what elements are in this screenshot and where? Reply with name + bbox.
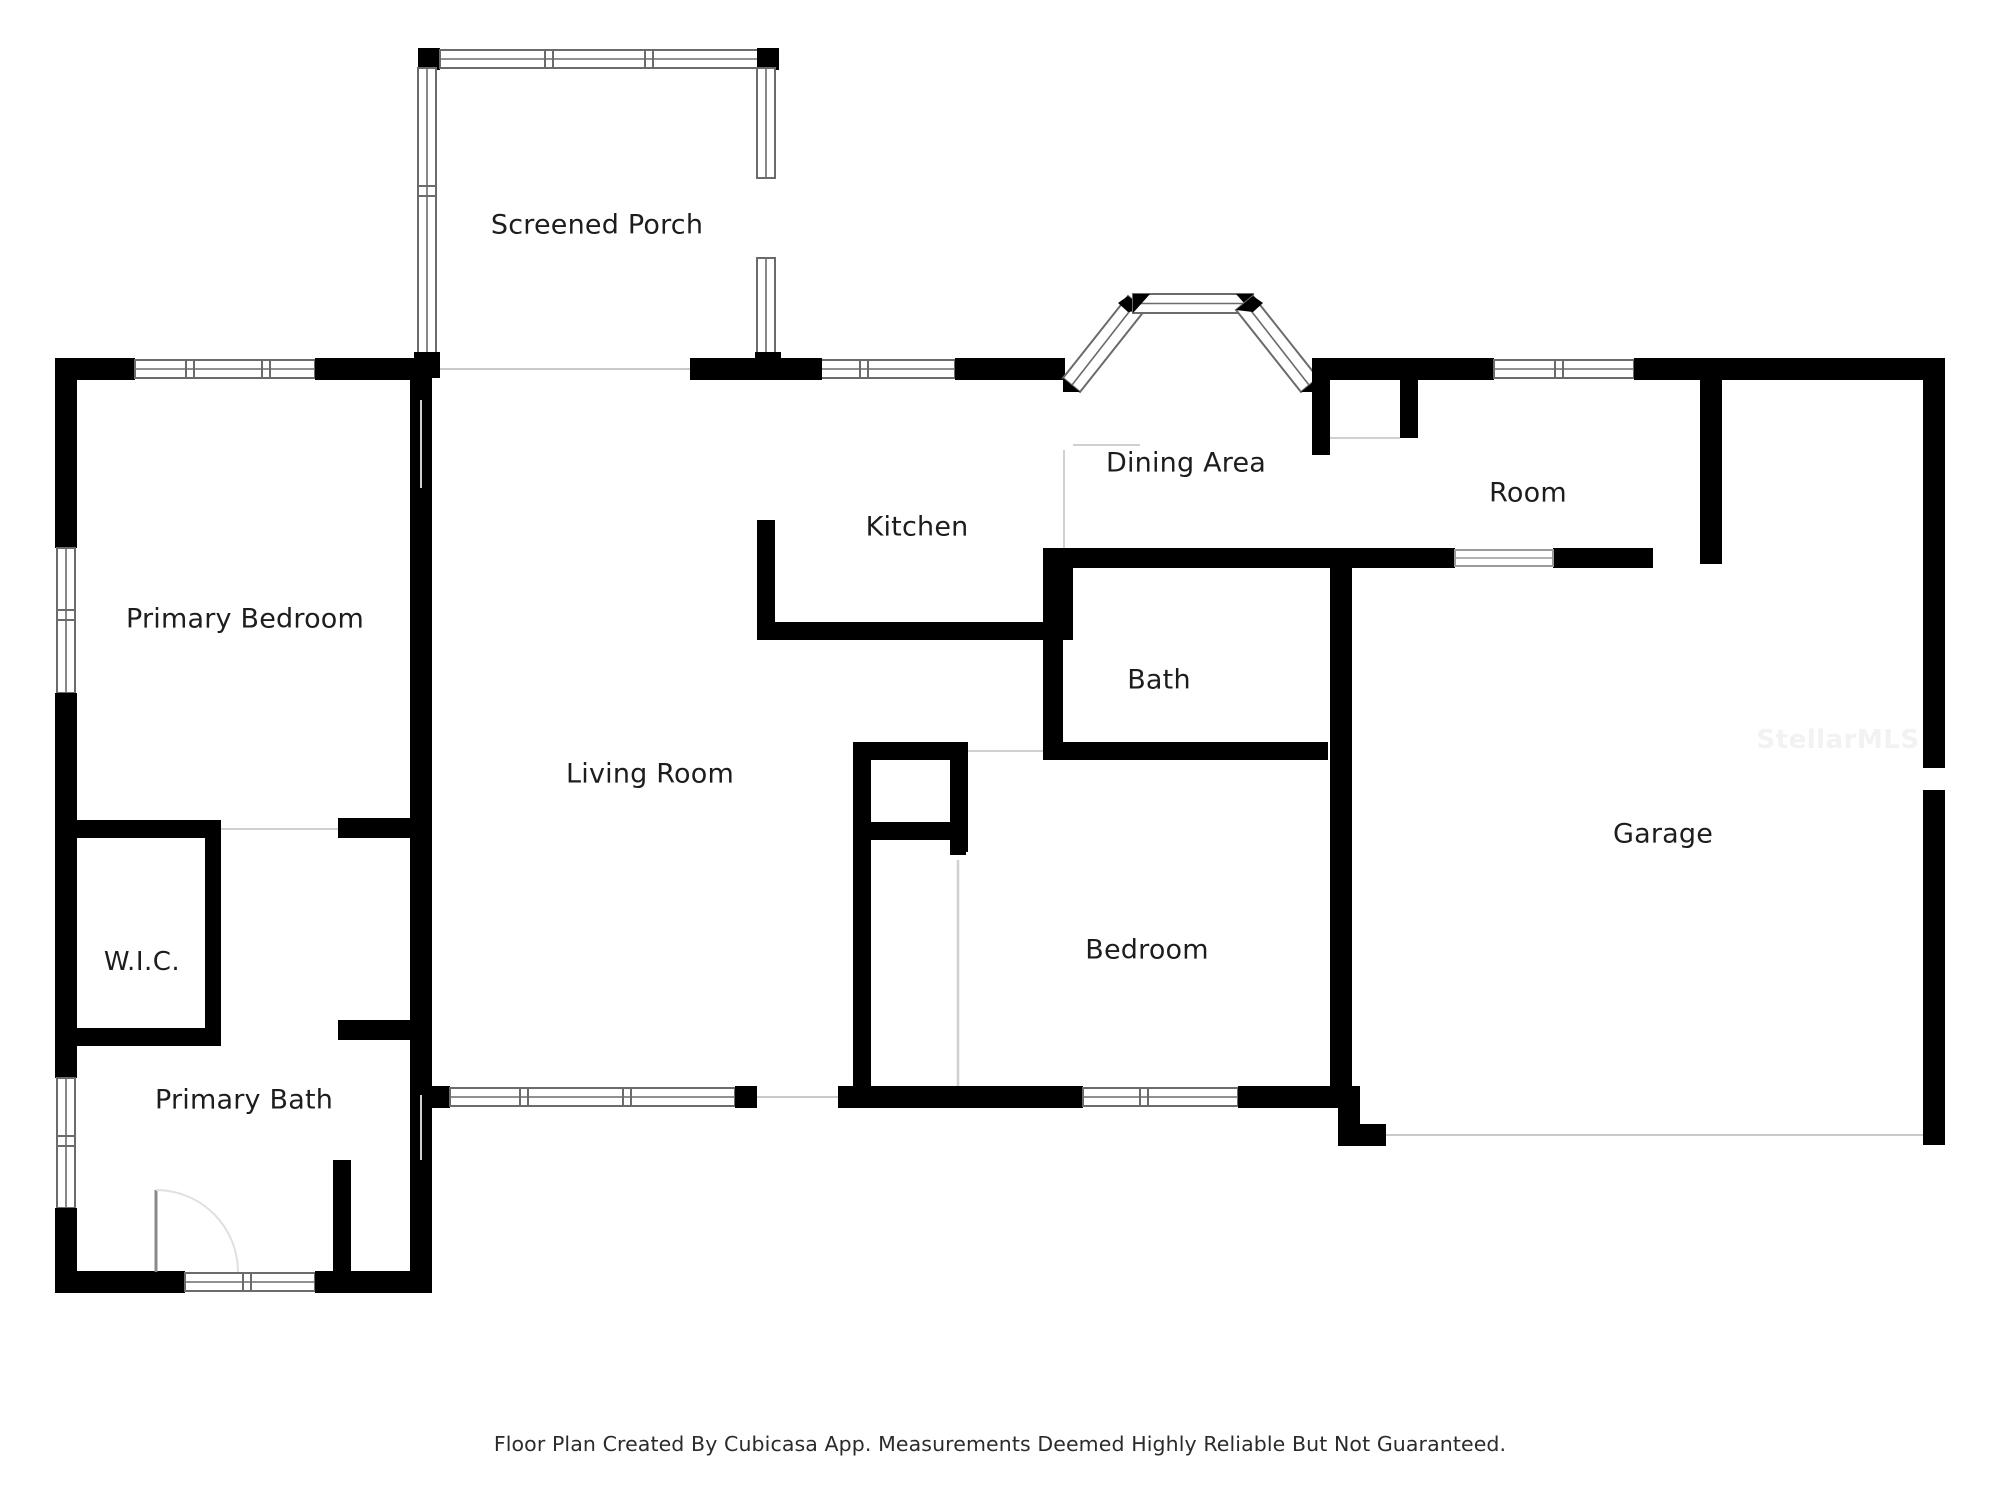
bay-window-dining bbox=[1061, 293, 1320, 394]
footer-disclaimer: Floor Plan Created By Cubicasa App. Meas… bbox=[493, 1432, 1507, 1456]
room-label-garage: Garage bbox=[1612, 818, 1714, 850]
porch-left-screen bbox=[417, 67, 437, 355]
window-kitchen-top bbox=[819, 359, 956, 379]
interior-walls bbox=[77, 358, 1653, 1293]
room-label-primary-bath: Primary Bath bbox=[154, 1084, 334, 1116]
window-bedroom-bottom bbox=[1082, 1087, 1239, 1107]
opening-lines bbox=[420, 1095, 422, 1160]
window-primary-bath-left bbox=[56, 1077, 76, 1209]
window-primary-bedroom-left bbox=[56, 547, 76, 694]
room-label-wic: W.I.C. bbox=[103, 947, 181, 977]
room-label-bedroom: Bedroom bbox=[1085, 934, 1209, 966]
room-label-dining-area: Dining Area bbox=[1105, 447, 1267, 479]
door-room-to-garage bbox=[1454, 549, 1554, 567]
room-label-room: Room bbox=[1489, 477, 1567, 509]
screened-porch-structure bbox=[414, 48, 781, 378]
room-label-primary-bedroom: Primary Bedroom bbox=[125, 603, 365, 635]
room-label-bath: Bath bbox=[1127, 664, 1191, 696]
porch-top-screen bbox=[439, 49, 771, 69]
stellar-mls-watermark: StellarMLS bbox=[1756, 725, 1920, 755]
primary-bath-door bbox=[154, 1189, 239, 1273]
window-living-room-bottom bbox=[449, 1087, 736, 1107]
porch-right-screen-upper bbox=[756, 67, 776, 179]
exterior-walls bbox=[55, 293, 1945, 1293]
room-label-kitchen: Kitchen bbox=[865, 511, 969, 543]
room-label-screened-porch: Screened Porch bbox=[490, 209, 704, 241]
window-top-primary-bedroom bbox=[134, 359, 316, 379]
window-room-top bbox=[1493, 359, 1635, 379]
window-primary-bath-bottom bbox=[184, 1272, 316, 1292]
porch-right-screen-lower bbox=[756, 257, 776, 355]
room-label-living-room: Living Room bbox=[566, 758, 734, 790]
